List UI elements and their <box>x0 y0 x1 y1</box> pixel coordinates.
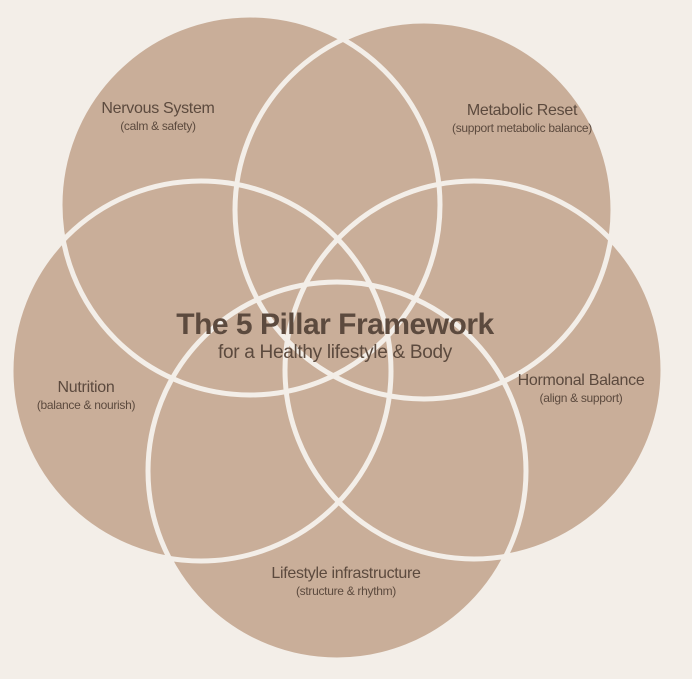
pillar-name: Metabolic Reset <box>466 102 578 119</box>
pillar-note: (structure & rhythm) <box>295 584 397 598</box>
circle-outlines <box>8 12 666 663</box>
diagram-title-block: The 5 Pillar Framework for a Healthy lif… <box>176 308 494 364</box>
pillar-lifestyle-infrastructure: Lifestyle infrastructure (structure & rh… <box>271 565 421 598</box>
pillar-hormonal-balance: Hormonal Balance (align & support) <box>518 372 645 405</box>
pillar-nervous-system: Nervous System (calm & safety) <box>101 100 214 133</box>
pillar-note: (balance & nourish) <box>36 398 136 412</box>
pillar-name: Nutrition <box>57 379 115 396</box>
pillar-nutrition: Nutrition (balance & nourish) <box>36 379 136 412</box>
pillar-note: (support metabolic balance) <box>452 121 592 135</box>
pillar-name: Nervous System <box>101 100 215 117</box>
diagram-subtitle: for a Healthy lifestyle & Body <box>218 342 452 363</box>
pillar-note: (align & support) <box>539 391 623 405</box>
circle-lifestyle <box>148 282 526 660</box>
pillar-name: Lifestyle infrastructure <box>271 565 421 582</box>
pillar-metabolic-reset: Metabolic Reset (support metabolic balan… <box>452 102 592 135</box>
pillar-note: (calm & safety) <box>120 119 196 133</box>
diagram-title: The 5 Pillar Framework <box>176 308 494 341</box>
pillar-name: Hormonal Balance <box>517 372 645 389</box>
circle-fills <box>11 15 663 660</box>
